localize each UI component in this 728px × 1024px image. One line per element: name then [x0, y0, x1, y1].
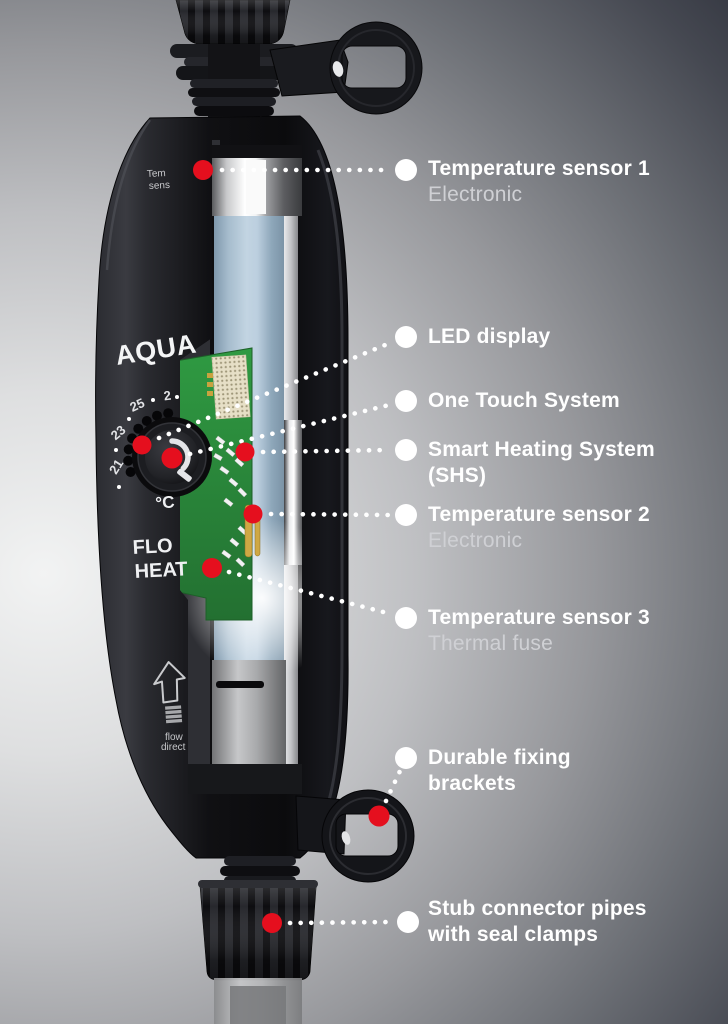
line-stub-connector-pipes — [287, 919, 395, 926]
callout-title: Temperature sensor 1 — [428, 157, 650, 180]
callout-title: Durable fixing brackets — [428, 746, 571, 795]
top-fixing-bracket — [269, 21, 423, 115]
bottom-connector-nut — [198, 856, 318, 981]
callout-subtitle: Thermal fuse — [428, 632, 553, 655]
part-markers — [132, 160, 390, 933]
marker-one-touch-system — [161, 447, 183, 469]
temp-sensor-print-line1: Tem — [147, 168, 166, 180]
dot-temperature-sensor-3 — [395, 607, 417, 629]
line-temperature-sensor-3 — [226, 569, 394, 617]
callout-title: One Touch System — [428, 389, 620, 412]
dot-led-display — [395, 326, 417, 348]
temp-sensor-print-line2: sens — [149, 180, 171, 192]
dot-stub-connector-pipes — [397, 911, 419, 933]
marker-durable-fixing-brackets — [368, 805, 390, 827]
line-one-touch-system — [187, 402, 392, 457]
degree-label: °C — [155, 492, 176, 513]
callout-title: LED display — [428, 325, 551, 348]
marker-temperature-sensor-1 — [193, 160, 213, 180]
bracket-highlight — [341, 831, 351, 845]
callout-durable-fixing-brackets: Durable fixing brackets — [428, 745, 598, 797]
line-smart-heating-system — [260, 447, 392, 455]
callout-subtitle: Electronic — [428, 183, 523, 206]
smd-components — [213, 435, 248, 568]
callout-temperature-sensor-3: Temperature sensor 3 Thermal fuse — [428, 605, 678, 657]
dot-temperature-sensor-2 — [395, 504, 417, 526]
marker-smart-heating-system — [235, 442, 255, 462]
flow-direction-text-line1: flow — [165, 732, 184, 743]
callout-one-touch-system: One Touch System — [428, 388, 688, 414]
bracket-highlight — [332, 61, 344, 77]
line-temperature-sensor-2 — [268, 511, 392, 518]
flow-direction-arrow-icon — [153, 661, 186, 704]
temperature-scale: 21 23 25 2 — [106, 388, 179, 489]
dot-temperature-sensor-1 — [395, 159, 417, 181]
heater-symbol-icon — [165, 705, 183, 724]
product-name-line2: HEAT — [134, 558, 188, 583]
line-led-display — [156, 340, 393, 441]
marker-temperature-sensor-2 — [243, 504, 263, 524]
pcb-board — [180, 347, 261, 621]
marker-led-display — [132, 435, 152, 455]
callout-temperature-sensor-2: Temperature sensor 2 Electronic — [428, 502, 678, 554]
top-connector-nut — [170, 0, 298, 124]
callout-temperature-sensor-1: Temperature sensor 1 Electronic — [428, 156, 678, 208]
marker-temperature-sensor-3 — [202, 558, 222, 578]
dot-smart-heating-system — [395, 439, 417, 461]
marker-stub-connector-pipes — [262, 913, 282, 933]
flow-direction-text-line2: direct — [161, 742, 186, 753]
callout-lines — [156, 167, 403, 926]
callout-title: Stub connector pipes with seal clamps — [428, 897, 647, 946]
dot-durable-fixing-brackets — [395, 747, 417, 769]
callout-smart-heating-system: Smart Heating System (SHS) — [428, 437, 678, 489]
bottom-fixing-bracket — [295, 789, 415, 883]
callout-title: Temperature sensor 2 — [428, 503, 650, 526]
product-name-line1: FLO — [132, 535, 173, 559]
callout-led-display: LED display — [428, 324, 678, 350]
callout-subtitle: Electronic — [428, 529, 523, 552]
gold-pads — [207, 373, 213, 396]
dial-number-25: 25 — [128, 395, 147, 415]
dial-number-27: 2 — [163, 388, 172, 404]
callout-title: Temperature sensor 3 — [428, 606, 650, 629]
dot-one-touch-system — [395, 390, 417, 412]
inner-cylinder — [212, 660, 286, 764]
callout-dots — [395, 159, 419, 933]
dial-number-21: 21 — [106, 457, 126, 477]
callout-stub-connector-pipes: Stub connector pipes with seal clamps — [428, 896, 658, 948]
led-display-matrix — [211, 354, 251, 420]
callout-title: Smart Heating System (SHS) — [428, 438, 655, 487]
outlet-pipe — [214, 978, 302, 1024]
